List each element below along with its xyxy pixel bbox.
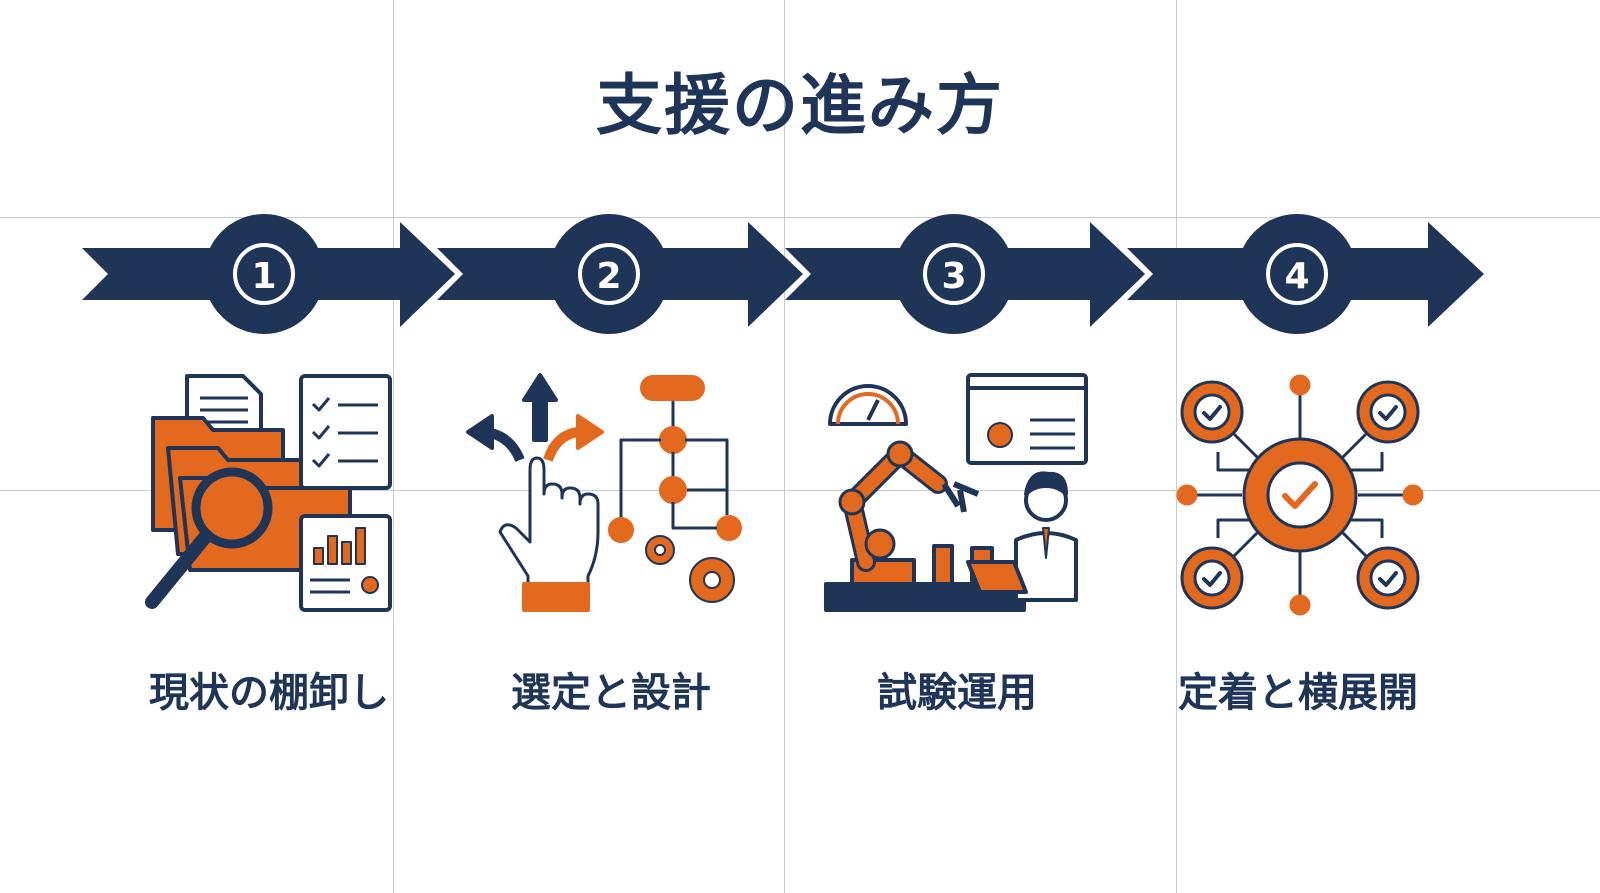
step-label-2: 選定と設計 [511,670,711,716]
grid-line [1176,0,1177,893]
grid-line [784,0,785,893]
page-title: 支援の進み方 [596,67,1004,144]
step-number-4: 4 [1284,256,1310,297]
step-label-1: 現状の棚卸し [149,670,389,716]
grid-line [0,217,1600,218]
step-badge-1 [204,214,324,334]
step-number-2: 2 [596,256,622,297]
folder-search-checklist-icon [145,374,392,612]
step-label-3: 試験運用 [877,670,1037,716]
step-badge-4 [1237,214,1357,334]
step-number-1: 1 [251,256,277,297]
grid-line [393,0,394,893]
step-label-4: 定着と横展開 [1178,670,1418,716]
step-badge-3 [894,214,1014,334]
gear-network-icon [1176,374,1424,616]
robot-arm-engineer-icon [824,373,1088,612]
decision-flowchart-icon [466,373,742,612]
step-number-3: 3 [941,256,967,297]
grid-line [0,490,1600,491]
step-badge-2 [549,214,669,334]
